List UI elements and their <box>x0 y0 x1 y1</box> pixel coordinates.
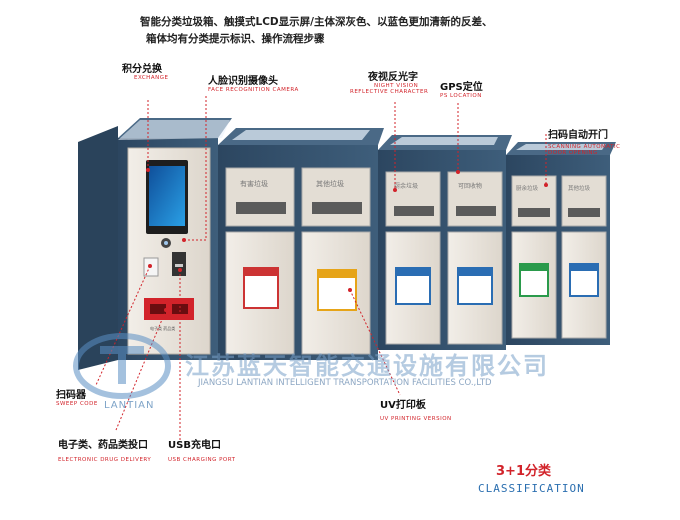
watermark-company-cn: 江苏蓝天智能交通设施有限公司 <box>185 352 549 380</box>
callout-sweep: 扫码器 SWEEP CODE <box>56 390 98 407</box>
sign-3: 厨余垃圾 <box>394 182 418 190</box>
drop-label: 电子类 药品类 <box>150 325 175 331</box>
uv-sticker-green <box>519 263 549 297</box>
callout-usb: USB充电口 USB CHARGING PORT <box>168 440 236 463</box>
classification-subtitle: CLASSIFICATION <box>478 482 585 495</box>
logo-wordmark: LANTIAN <box>104 400 155 411</box>
headline: 智能分类垃圾箱、触摸式LCD显示屏/主体深灰色、以蓝色更加清新的反差、 箱体均有… <box>140 14 540 48</box>
sign-1: 有害垃圾 <box>240 179 268 188</box>
callout-exchange: 积分兑换 EXCHANGE <box>122 64 169 81</box>
uv-sticker-red <box>243 267 279 309</box>
callout-reflective: 夜视反光字 NIGHT VISION REFLECTIVE CHARACTER <box>350 72 429 95</box>
sign-4: 可回收物 <box>458 182 482 190</box>
callout-lines <box>95 96 547 440</box>
callout-drug: 电子类、药品类投口 ELECTRONIC DRUG DELIVERY <box>58 440 152 463</box>
side-wall <box>78 126 118 370</box>
callout-uv: UV打印板 UV PRINTING VERSION <box>380 400 452 422</box>
callout-camera: 人脸识别摄像头 FACE RECOGNITION CAMERA <box>208 76 299 93</box>
headline-line-1: 智能分类垃圾箱、触摸式LCD显示屏/主体深灰色、以蓝色更加清新的反差、 <box>140 16 493 28</box>
uv-sticker-blue-2 <box>457 267 493 305</box>
drop-slot <box>144 298 194 320</box>
classification-title: 3+1分类 <box>496 464 551 479</box>
sign-2: 其他垃圾 <box>316 179 344 188</box>
headline-line-2: 箱体均有分类提示标识、操作流程步骤 <box>146 33 325 45</box>
watermark-company-en: JIANGSU LANTIAN INTELLIGENT TRANSPORTATI… <box>198 378 492 388</box>
callout-scan-open: 扫码自动开门 SCANNING AUTOMATIC DOOR OPENING <box>548 130 621 156</box>
sign-6: 其他垃圾 <box>568 184 591 192</box>
sign-5: 厨余垃圾 <box>516 184 539 192</box>
lantian-logo <box>73 333 171 399</box>
uv-sticker-blue-1 <box>395 267 431 305</box>
uv-sticker-blue-3 <box>569 263 599 297</box>
callout-gps: GPS定位 PS LOCATION <box>440 82 483 99</box>
